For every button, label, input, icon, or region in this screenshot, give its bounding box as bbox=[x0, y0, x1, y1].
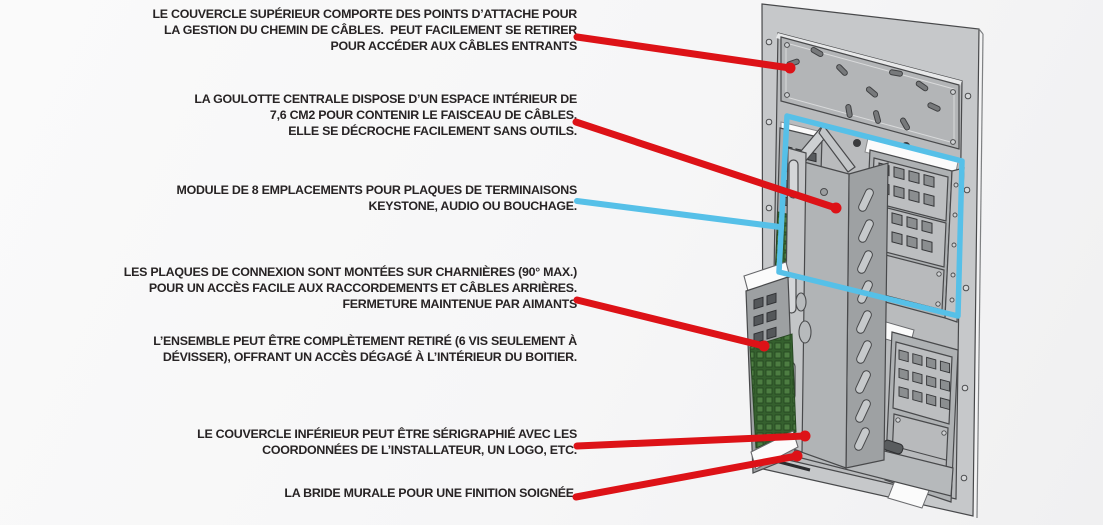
leader-line-wall-flange bbox=[572, 452, 801, 501]
leader-line-central-raceway bbox=[572, 118, 840, 212]
annotation-removable-assembly: L’ENSEMBLE PEUT ÊTRE COMPLÈTEMENT RETIRÉ… bbox=[153, 334, 577, 364]
annotation-top-cover: LE COUVERCLE SUPÉRIEUR COMPORTE DES POIN… bbox=[152, 7, 577, 53]
module-highlight-box bbox=[776, 113, 965, 319]
annotation-hinged-plates: LES PLAQUES DE CONNEXION SONT MONTÉES SU… bbox=[123, 265, 577, 311]
leader-line-hinged-plates bbox=[573, 296, 768, 350]
annotation-wall-flange: LA BRIDE MURALE POUR UNE FINITION SOIGNÉ… bbox=[284, 486, 577, 500]
leader-line-lower-cover bbox=[573, 432, 809, 450]
hinged-plate-open bbox=[743, 261, 799, 474]
leader-line-module bbox=[574, 198, 783, 230]
annotation-module: MODULE DE 8 EMPLACEMENTS POUR PLAQUES DE… bbox=[176, 183, 578, 213]
leader-line-top-cover bbox=[573, 33, 794, 72]
leader-lines bbox=[572, 33, 842, 501]
annotation-central-raceway: LA GOULOTTE CENTRALE DISPOSE D’UN ESPACE… bbox=[194, 92, 577, 138]
top-cover bbox=[780, 36, 960, 150]
central-raceway bbox=[795, 123, 889, 469]
raceway-slots bbox=[854, 188, 874, 451]
annotation-lower-cover: LE COUVERCLE INFÉRIEUR PEUT ÊTRE SÉRIGRA… bbox=[197, 427, 577, 457]
cable-attach-slots bbox=[786, 47, 941, 131]
